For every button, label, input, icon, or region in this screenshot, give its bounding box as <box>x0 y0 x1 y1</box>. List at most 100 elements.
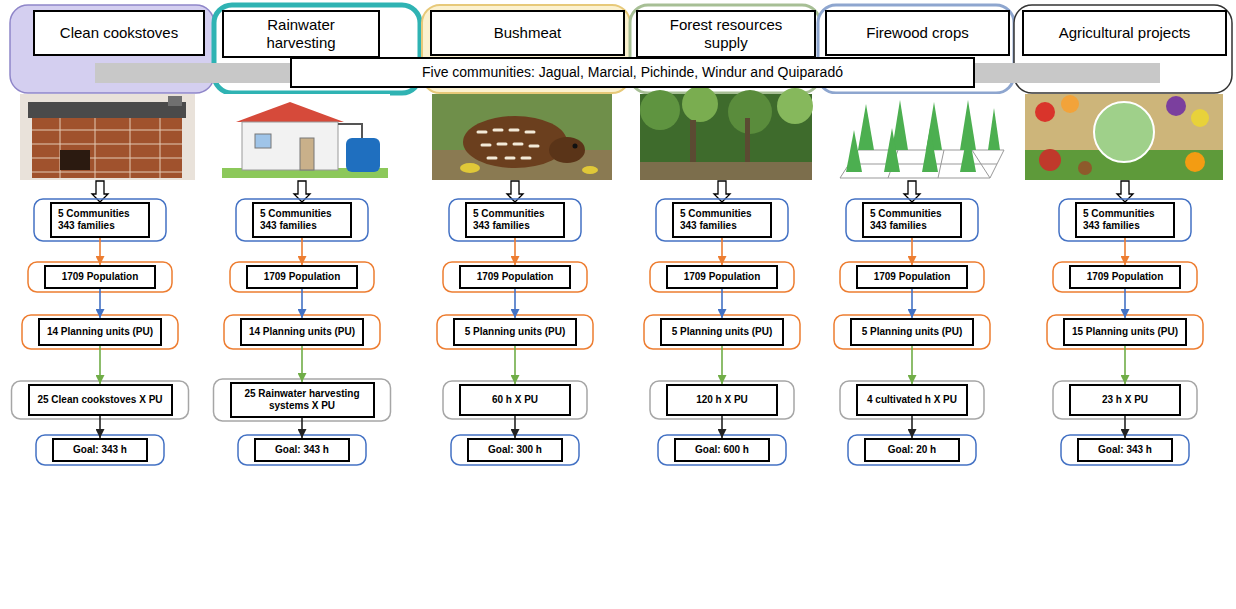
brick-joints <box>32 116 182 178</box>
step-box: Goal: 300 h <box>467 438 563 462</box>
fruit <box>582 166 598 174</box>
box-bracket <box>437 315 593 349</box>
box-text: 5 Planning units (PU) <box>668 326 776 338</box>
box-text: Goal: 343 h <box>60 444 140 456</box>
step-box: 1709 Population <box>666 265 778 289</box>
step-box: 5 Planning units (PU) <box>453 318 577 346</box>
produce <box>1191 109 1209 127</box>
category-header: Rainwater harvesting <box>222 10 380 58</box>
box-text: 1709 Population <box>254 271 350 283</box>
box-text: 5 Planning units (PU) <box>858 326 966 338</box>
water-tank <box>346 138 380 172</box>
young-tree <box>846 130 862 172</box>
bushmeat-picture <box>432 94 612 180</box>
gutter-pipe <box>338 124 362 138</box>
flow-arrow <box>911 346 913 384</box>
box-bracket <box>834 315 990 349</box>
flow-arrow <box>911 416 913 438</box>
animal-eye <box>573 144 578 149</box>
picture-ground <box>828 94 1008 180</box>
box-bracket <box>12 381 189 419</box>
box-text: Goal: 600 h <box>682 444 762 456</box>
box-text: 4 cultivated h X PU <box>864 394 960 406</box>
picture-ground <box>220 94 390 180</box>
step-box: 5 Planning units (PU) <box>850 318 974 346</box>
step-box: 5 Planning units (PU) <box>660 318 784 346</box>
step-box: 4 cultivated h X PU <box>856 384 968 416</box>
stove-chimney <box>168 96 182 106</box>
house-door <box>300 138 314 170</box>
young-tree <box>988 108 1000 150</box>
flow-arrow <box>721 346 723 384</box>
step-box: 1709 Population <box>856 265 968 289</box>
house-roof <box>236 102 344 122</box>
step-box: 1709 Population <box>459 265 571 289</box>
foliage <box>640 90 680 130</box>
box-text: 60 h X PU <box>467 394 563 406</box>
box-text: 15 Planning units (PU) <box>1071 326 1179 338</box>
step-box: Goal: 20 h <box>864 438 960 462</box>
brick-body <box>32 116 182 178</box>
young-tree <box>960 130 976 172</box>
flow-arrow <box>514 289 516 318</box>
step-box: 120 h X PU <box>666 384 778 416</box>
flow-arrow <box>514 416 516 438</box>
flow-arrow <box>99 346 101 384</box>
box-text: Rainwater harvesting <box>232 16 370 52</box>
box-text: 1709 Population <box>52 271 148 283</box>
step-box: 1709 Population <box>246 265 358 289</box>
animal-body <box>463 116 567 168</box>
picture-ground <box>20 94 195 180</box>
produce <box>1078 161 1092 175</box>
produce <box>1185 152 1205 172</box>
box-bracket <box>28 262 172 292</box>
box-brackets <box>12 199 1204 465</box>
globe <box>1094 102 1154 162</box>
flow-arrow <box>721 289 723 318</box>
flow-arrow <box>301 289 303 318</box>
plot-grid <box>848 150 997 178</box>
category-header: Forest resources supply <box>636 10 816 58</box>
box-text: 25 Rainwater harvesting systems X PU <box>238 388 367 412</box>
box-bracket <box>238 435 366 465</box>
flow-arrow <box>721 416 723 438</box>
category-header: Bushmeat <box>430 10 625 56</box>
flow-arrow <box>911 238 913 265</box>
step-box: 5 Communities 343 families <box>465 202 565 238</box>
house-window <box>255 134 271 148</box>
box-bracket <box>1053 381 1197 419</box>
box-text: Goal: 20 h <box>872 444 952 456</box>
step-box: 60 h X PU <box>459 384 571 416</box>
produce <box>1035 102 1055 122</box>
box-text: 1709 Population <box>864 271 960 283</box>
box-text: Five communities: Jagual, Marcial, Pichi… <box>300 64 965 81</box>
box-bracket <box>658 435 786 465</box>
box-bracket <box>1047 315 1203 349</box>
box-bracket <box>1053 262 1197 292</box>
box-bracket <box>236 199 368 241</box>
flow-arrow <box>301 418 303 438</box>
produce <box>1061 95 1079 113</box>
stove-mouth <box>60 150 90 170</box>
step-box: 5 Communities 343 families <box>862 202 962 238</box>
box-text: 5 Communities 343 families <box>473 208 557 232</box>
step-box: 25 Clean cookstoves X PU <box>28 384 173 416</box>
flow-arrow <box>99 289 101 318</box>
box-text: 5 Planning units (PU) <box>461 326 569 338</box>
box-text: Firewood crops <box>835 24 1000 42</box>
step-box: 5 Communities 343 families <box>1075 202 1175 238</box>
box-bracket <box>443 262 587 292</box>
box-bracket <box>848 435 976 465</box>
box-bracket <box>846 199 978 241</box>
step-box: Goal: 343 h <box>1077 438 1173 462</box>
category-header: Clean cookstoves <box>33 10 205 56</box>
header-backdrops <box>10 5 1232 93</box>
box-bracket <box>224 315 380 349</box>
box-text: 1709 Population <box>467 271 563 283</box>
step-box: Goal: 343 h <box>52 438 148 462</box>
box-bracket <box>230 262 374 292</box>
flow-arrow <box>514 346 516 384</box>
box-text: 25 Clean cookstoves X PU <box>36 394 165 406</box>
